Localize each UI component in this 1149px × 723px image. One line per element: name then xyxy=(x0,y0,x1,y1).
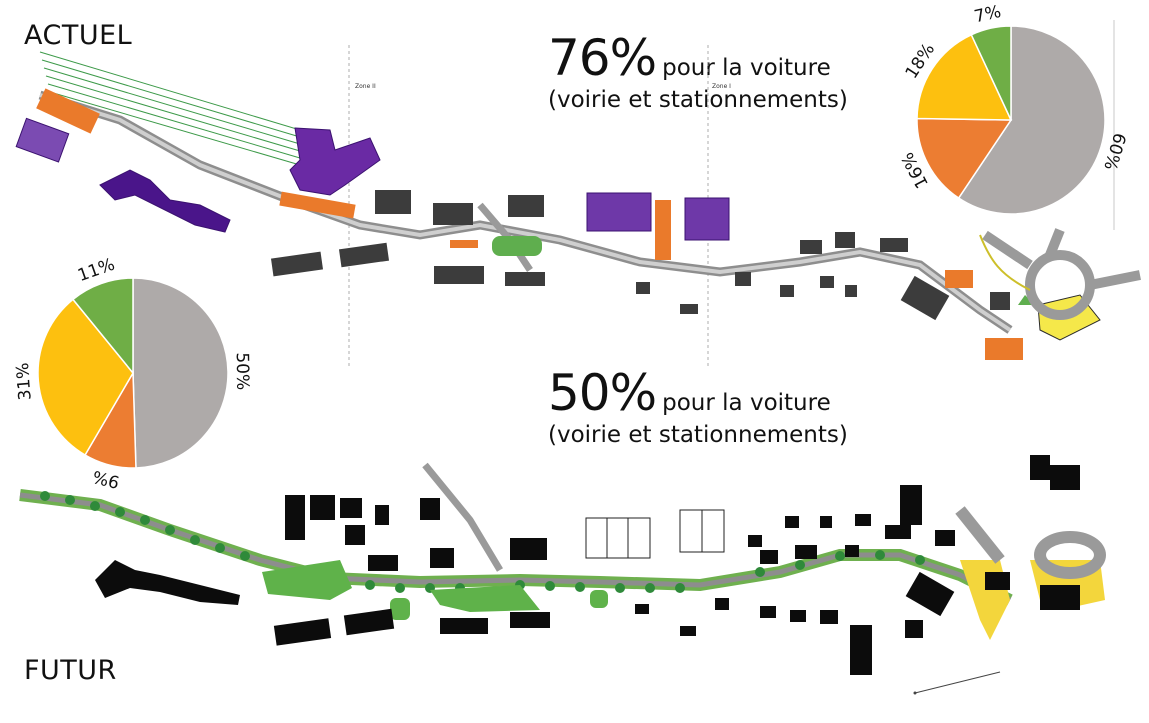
pie-slice-3 xyxy=(970,25,1012,121)
future-car-share-tail: pour la voiture xyxy=(662,390,831,416)
future-road xyxy=(19,492,1012,603)
future-buildings xyxy=(95,455,1080,675)
pie-slice-3 xyxy=(71,277,134,376)
current-car-share-headline: 76%pour la voiture (voirie et stationnem… xyxy=(548,33,848,112)
current-car-share-percent: 76% xyxy=(548,29,657,87)
zone-1-label: Zone I xyxy=(712,83,731,90)
current-roundabout xyxy=(982,228,1141,320)
pie-slice-label-0: 50% xyxy=(232,352,253,390)
pie-slice-label-3: 7% xyxy=(972,2,1003,27)
scale-bar xyxy=(914,671,1001,694)
pie-slice-0 xyxy=(132,277,229,469)
rail-lines xyxy=(39,51,301,166)
current-share-pie-chart: 60%16%18%7% xyxy=(898,2,1129,215)
future-car-share-headline: 50%pour la voiture (voirie et stationnem… xyxy=(548,368,848,447)
future-car-share-subtitle: (voirie et stationnements) xyxy=(548,422,848,448)
future-outline-blocks xyxy=(585,509,725,559)
pie-slice-0 xyxy=(957,25,1106,215)
future-roundabout xyxy=(955,506,1106,579)
pie-slice-1 xyxy=(916,117,1013,200)
current-car-share-subtitle: (voirie et stationnements) xyxy=(548,87,848,113)
future-state-label: FUTUR xyxy=(24,655,117,686)
current-state-label: ACTUEL xyxy=(24,20,133,51)
future-car-share-percent: 50% xyxy=(548,364,657,422)
current-parking xyxy=(36,88,1023,360)
current-road-center xyxy=(39,93,1012,332)
future-trees xyxy=(40,491,925,593)
pie-slice-2 xyxy=(37,298,134,457)
current-car-share-tail: pour la voiture xyxy=(662,55,831,81)
future-share-pie-chart: 50%9%31%11% xyxy=(13,255,252,492)
future-parks xyxy=(262,560,608,620)
current-purple-buildings xyxy=(15,117,730,241)
current-buildings xyxy=(270,190,1010,321)
pie-slice-2 xyxy=(916,33,1013,121)
zone-2-label: Zone II xyxy=(355,83,376,90)
pie-slice-label-2: 31% xyxy=(13,362,36,401)
